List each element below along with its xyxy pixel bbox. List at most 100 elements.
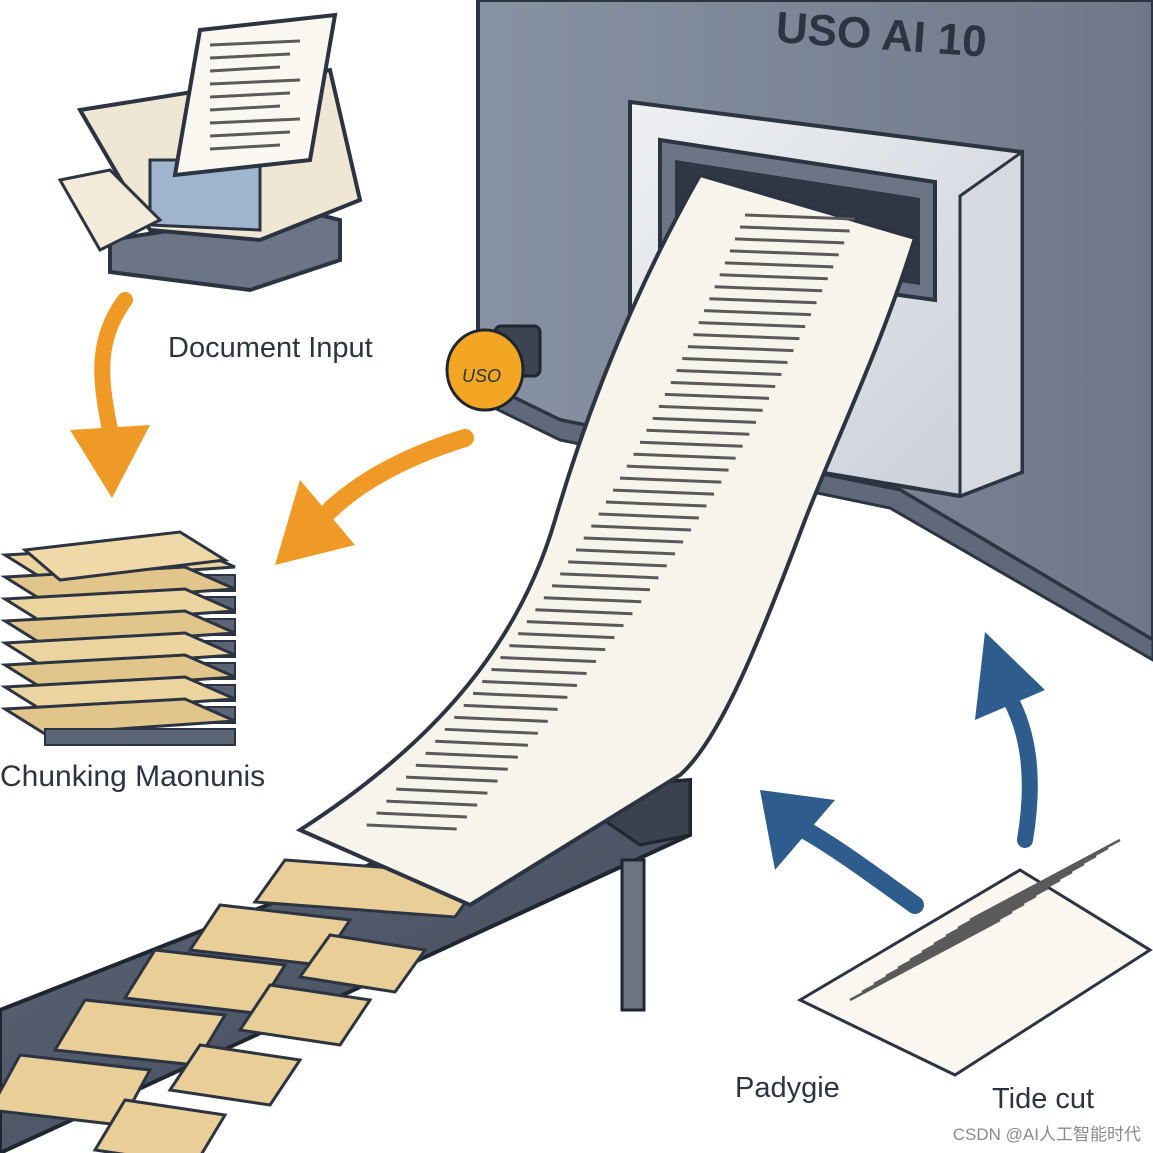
arrow-down-icon (70, 292, 150, 498)
text-line (454, 715, 548, 723)
text-line (729, 249, 839, 257)
text-line (560, 572, 659, 580)
text-line (500, 656, 597, 664)
text-line (209, 52, 291, 60)
text-line (714, 285, 823, 293)
text-line (626, 464, 729, 472)
text-line (415, 763, 508, 771)
text-line (605, 500, 707, 508)
text-line (885, 894, 1037, 978)
text-line (209, 91, 291, 99)
text-line (575, 548, 676, 556)
text-line (619, 476, 722, 484)
belt-chunks (0, 858, 488, 1153)
text-line (209, 130, 291, 138)
text-line (658, 404, 763, 412)
paper-stream (295, 172, 918, 908)
label-padygie: Padygie (735, 1072, 840, 1104)
text-line (366, 823, 457, 831)
text-line (849, 918, 1001, 1002)
text-line (396, 787, 488, 795)
stack-layer (0, 653, 236, 692)
text-line (945, 854, 1097, 938)
dial-label: USO (462, 366, 501, 386)
text-line (921, 870, 1073, 954)
text-line (568, 560, 667, 568)
text-line (386, 799, 478, 807)
label-document-input: Document Input (168, 332, 373, 364)
cut-sheet (796, 838, 1153, 1077)
text-line (633, 452, 736, 460)
text-line (704, 309, 812, 317)
arrow-left-icon (275, 429, 474, 565)
text-line (698, 321, 806, 329)
text-line (209, 78, 301, 86)
text-line (652, 416, 757, 424)
text-line (405, 775, 498, 783)
text-line (682, 357, 788, 365)
belt-support-leg (620, 858, 646, 1012)
arrow-up-icon (975, 632, 1045, 848)
text-line (209, 104, 281, 112)
text-line (734, 237, 845, 245)
blue-arrows (760, 632, 1045, 914)
text-line (670, 380, 776, 388)
text-line (535, 608, 633, 616)
text-line (664, 392, 770, 400)
text-line (209, 143, 281, 151)
text-line (518, 632, 615, 640)
stack-band (44, 728, 236, 746)
text-line (969, 838, 1121, 922)
text-line (719, 273, 828, 281)
stack-layer (0, 631, 236, 670)
text-line (591, 524, 692, 532)
text-line (425, 751, 518, 759)
text-line (873, 902, 1025, 986)
text-line (957, 846, 1109, 930)
stack-layer (0, 697, 236, 736)
text-line (209, 117, 301, 125)
text-line (709, 297, 817, 305)
text-line (897, 886, 1049, 970)
text-line (209, 39, 301, 47)
text-line (739, 225, 850, 233)
stack-layer (0, 587, 236, 626)
chunk-block (92, 1098, 228, 1153)
text-line (491, 668, 587, 676)
text-line (612, 488, 715, 496)
text-line (646, 428, 750, 436)
text-line (861, 910, 1013, 994)
text-line (435, 739, 528, 747)
text-line (209, 65, 281, 73)
text-line (909, 878, 1061, 962)
text-line (598, 512, 699, 520)
text-line (463, 703, 558, 711)
text-line (526, 620, 624, 628)
printer-document-input (57, 12, 363, 293)
text-line (639, 440, 743, 448)
stack-layer (0, 609, 236, 648)
dial-knob-icon[interactable]: USO (445, 324, 542, 412)
text-line (444, 727, 538, 735)
stack-layer (0, 675, 236, 714)
arrow-back-icon (760, 790, 924, 914)
text-line (509, 644, 606, 652)
chunk-block (237, 983, 373, 1047)
stack-top (21, 530, 230, 582)
text-line (687, 345, 794, 353)
text-line (472, 691, 568, 699)
text-line (376, 811, 467, 819)
text-line (552, 584, 650, 592)
label-chunking-machine: Chunking Maonunis (0, 760, 265, 793)
chunk-block (167, 1043, 303, 1107)
text-line (724, 261, 834, 269)
text-line (744, 213, 856, 221)
text-line (583, 536, 684, 544)
chunk-stack (0, 530, 236, 746)
text-line (543, 596, 642, 604)
text-line (676, 368, 782, 376)
label-tide-cut: Tide cut (992, 1083, 1094, 1115)
chunk-block (297, 933, 428, 994)
text-line (933, 862, 1085, 946)
